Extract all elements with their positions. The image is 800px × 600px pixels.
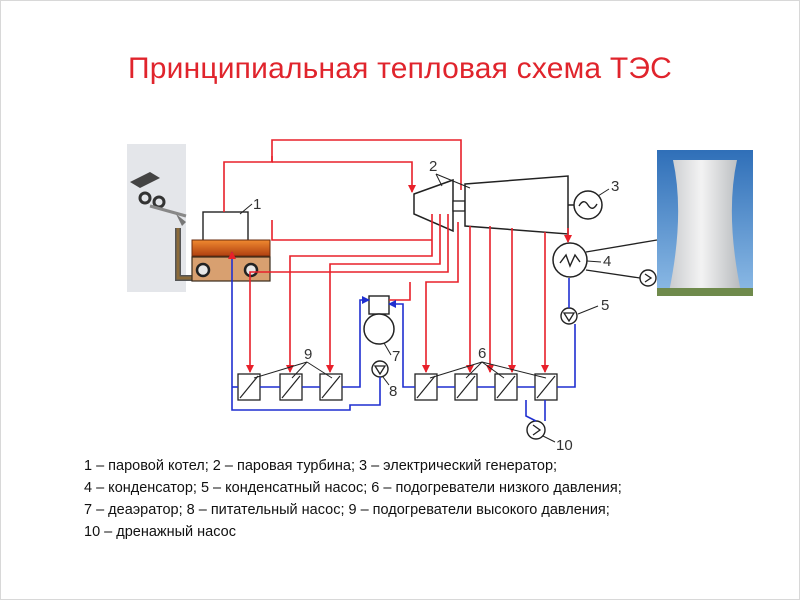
component-labels: 1 2 3 4 5 6 7 8 9 10 bbox=[239, 158, 619, 454]
legend-line-1: 1 – паровой котел; 2 – паровая турбина; … bbox=[84, 458, 558, 474]
label-6: 6 bbox=[478, 345, 486, 362]
legend-line-4: 10 – дренажный насос bbox=[84, 524, 236, 540]
legend: 1 – паровой котел; 2 – паровая турбина; … bbox=[84, 455, 774, 543]
legend-line-3: 7 – деаэратор; 8 – питательный насос; 9 … bbox=[84, 502, 610, 518]
legend-line-2: 4 – конденсатор; 5 – конденсатный насос;… bbox=[84, 480, 622, 496]
label-8: 8 bbox=[389, 383, 397, 400]
label-3: 3 bbox=[611, 178, 619, 195]
steam-boiler bbox=[175, 211, 271, 282]
drain-pump bbox=[526, 420, 546, 440]
label-7: 7 bbox=[392, 348, 400, 365]
high-pressure-heaters bbox=[237, 373, 343, 401]
condenser bbox=[552, 239, 658, 287]
label-2: 2 bbox=[429, 158, 437, 175]
water-lines bbox=[228, 251, 576, 422]
condensate-pump bbox=[560, 307, 578, 325]
deaerator bbox=[363, 295, 395, 345]
label-10: 10 bbox=[556, 437, 573, 454]
cooling-tower-image bbox=[657, 150, 753, 296]
label-9: 9 bbox=[304, 346, 312, 363]
electric-generator bbox=[573, 190, 603, 220]
label-4: 4 bbox=[603, 253, 611, 270]
steam-lines bbox=[223, 139, 572, 373]
steam-turbine bbox=[413, 175, 574, 235]
label-1: 1 bbox=[253, 196, 261, 213]
slide-title: Принципиальная тепловая схема ТЭС bbox=[127, 52, 673, 85]
feed-pump bbox=[371, 360, 389, 378]
label-5: 5 bbox=[601, 297, 609, 314]
